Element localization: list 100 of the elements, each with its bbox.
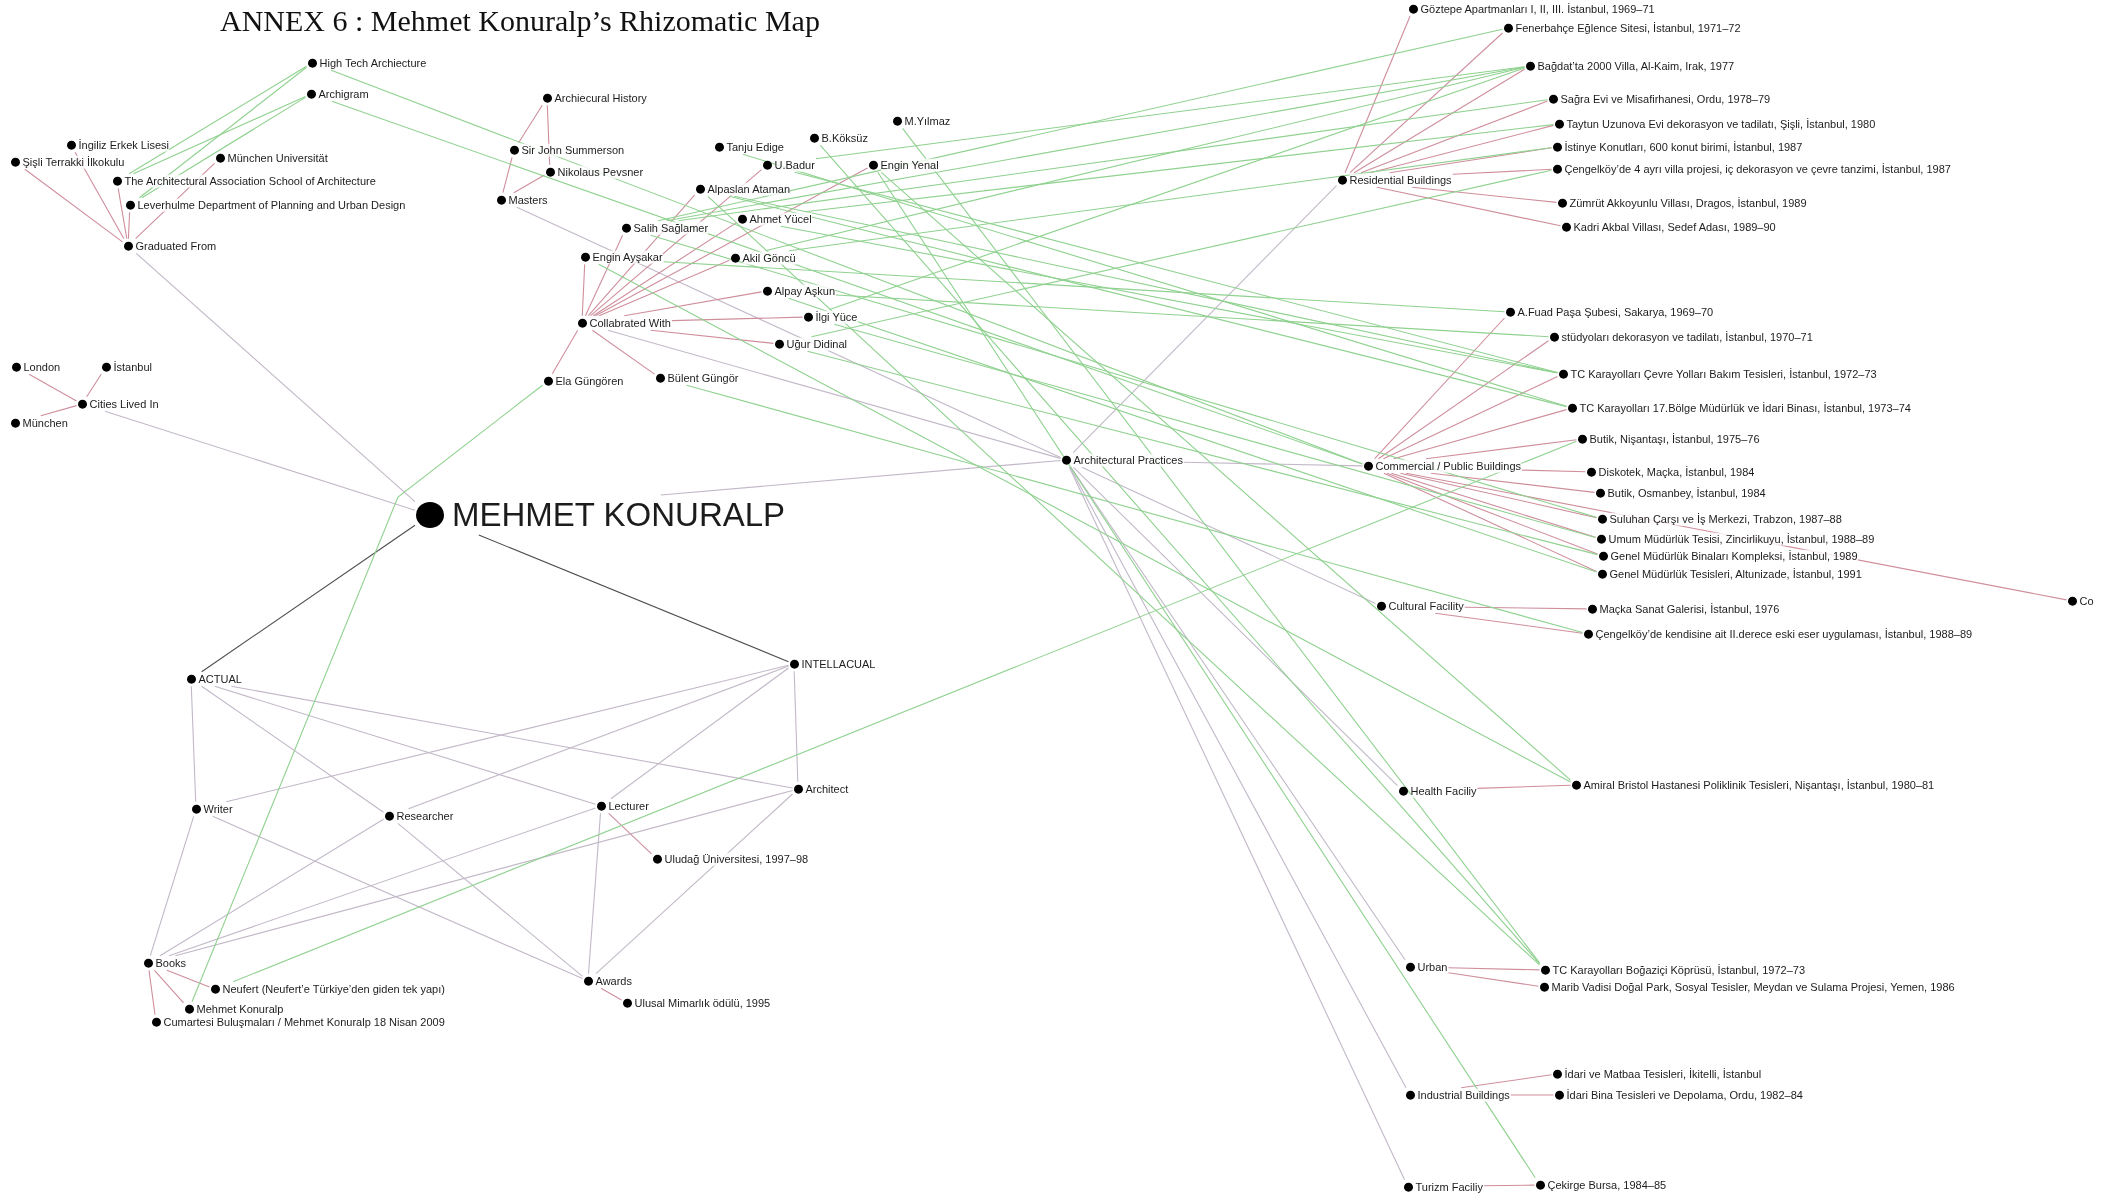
- connector-line: [1376, 186, 1562, 227]
- connector-line: [1390, 472, 1597, 538]
- node-label: Çekirge Bursa, 1984–85: [1547, 1178, 1667, 1192]
- connector-line: [650, 234, 1598, 518]
- node-label: Collabrated With: [589, 316, 671, 330]
- connector-line: [1464, 606, 1588, 610]
- node-label: Uludağ Üniversitesi, 1997–98: [664, 852, 809, 866]
- node-label: Leverhulme Department of Planning and Urban Design: [137, 198, 406, 212]
- connector-line: [230, 685, 794, 789]
- connector-line: [138, 66, 308, 199]
- node-label: A.Fuad Paşa Şubesi, Sakarya, 1969–70: [1517, 305, 1714, 319]
- node-label: Health Faciliy: [1410, 784, 1477, 798]
- node-label: TC Karayolları 17.Bölge Müdürlük ve İdari Binası, İstanbul, 1973–74: [1579, 401, 1911, 415]
- connector-line: [1383, 472, 1598, 573]
- connector-line: [600, 987, 623, 1001]
- connector-line: [728, 195, 1568, 408]
- connector-line: [594, 167, 869, 317]
- node-label: Masters: [508, 193, 548, 207]
- connector-line: [1070, 466, 1406, 961]
- connector-line: [159, 818, 385, 957]
- node-label: Şişli Terrakki İlkokulu: [22, 155, 125, 169]
- connector-line: [1452, 168, 1553, 175]
- node-label: Fenerbahçe Eğlence Sitesi, İstanbul, 1971–72: [1515, 21, 1741, 35]
- node-label: Archiecural History: [554, 91, 647, 105]
- connector-line: [153, 969, 185, 1004]
- node-label: Çengelköy’de kendisine ait II.derece eski eser uygulaması, İstanbul, 1988–89: [1595, 627, 1973, 641]
- connector-line: [502, 156, 513, 194]
- diagram-title: ANNEX 6 : Mehmet Konuralp’s Rhizomatic Map: [220, 4, 820, 38]
- node-label: Co: [2079, 594, 2094, 608]
- node-label: Marib Vadisi Doğal Park, Sosyal Tesisler, Meydan ve Sulama Projesi, Yemen, 1986: [1551, 980, 1955, 994]
- connector-line: [201, 685, 385, 813]
- node-label: Ulusal Mimarlık ödülü, 1995: [634, 996, 771, 1010]
- connector-line: [607, 329, 1062, 459]
- connector-line: [1399, 472, 1598, 519]
- node-label: Kadri Akbal Villası, Sedef Adası, 1989–90: [1573, 220, 1776, 234]
- connector-line: [806, 350, 1599, 556]
- connector-line: [1510, 1094, 1555, 1096]
- node-label: Zümrüt Akkoyunlu Villası, Dragos, İstanbul, 1989: [1569, 196, 1807, 210]
- node-label: Genel Müdürlük Tesisleri, Altunizade, İstanbul, 1991: [1609, 567, 1862, 581]
- connector-line: [518, 104, 543, 144]
- connector-line: [587, 812, 602, 975]
- connector-line: [598, 263, 1572, 783]
- connector-line: [28, 373, 78, 402]
- node-label: M.Yılmaz: [904, 114, 951, 128]
- connector-line: [201, 524, 416, 673]
- node-label: Bağdat’ta 2000 Villa, Al-Kaim, Irak, 1977: [1537, 59, 1735, 73]
- node-label: İlgi Yüce: [815, 310, 858, 324]
- connector-line: [1377, 340, 1550, 460]
- connector-line: [117, 187, 128, 240]
- node-label: Architect: [805, 782, 849, 796]
- connector-line: [1425, 439, 1578, 460]
- connector-line: [104, 410, 416, 511]
- node-label: Ela Güngören: [555, 374, 624, 388]
- connector-line: [1360, 100, 1549, 174]
- connector-line: [1389, 147, 1553, 174]
- connector-line: [677, 99, 1549, 222]
- node-label: Taytun Uzunova Evi dekorasyon ve tadilatı, Şişli, İstanbul, 1980: [1566, 117, 1876, 131]
- node-label: Uğur Didinal: [786, 337, 848, 351]
- connector-line: [1483, 1184, 1536, 1187]
- connector-line: [478, 534, 790, 663]
- connector-line: [815, 66, 1526, 160]
- node-label: Industrial Buildings: [1417, 1088, 1510, 1102]
- node-label: Bülent Güngör: [667, 371, 739, 385]
- connector-line: [591, 329, 656, 375]
- node-label: Suluhan Çarşı ve İş Merkezi, Trabzon, 1987–88: [1609, 512, 1842, 526]
- connector-line: [610, 667, 790, 800]
- node-label: Maçka Sanat Galerisi, İstanbul, 1976: [1599, 602, 1780, 616]
- connector-line: [551, 329, 579, 375]
- connector-line: [686, 384, 1584, 634]
- connector-line: [608, 812, 653, 855]
- node-label: ACTUAL: [198, 672, 242, 686]
- connector-line: [804, 124, 1555, 213]
- connector-line: [1393, 409, 1568, 460]
- connector-line: [1072, 185, 1338, 454]
- connector-line: [650, 329, 775, 344]
- connector-line: [793, 670, 799, 783]
- connector-line: [660, 459, 1062, 496]
- node-label: High Tech Archiecture: [319, 56, 427, 70]
- node-label: Researcher: [396, 809, 454, 823]
- node-label: U.Badur: [774, 158, 815, 172]
- connector-line: [1447, 967, 1541, 971]
- connector-line: [86, 373, 102, 398]
- connector-line: [1460, 1074, 1553, 1089]
- node-label: London: [23, 360, 61, 374]
- connector-line: [1521, 469, 1587, 473]
- node-label: Nikolaus Pevsner: [557, 165, 644, 179]
- connector-line: [190, 685, 197, 803]
- node-label: TC Karayolları Çevre Yolları Bakım Tesisleri, İstanbul, 1972–73: [1570, 367, 1877, 381]
- node-label: Butik, Osmanbey, İstanbul, 1984: [1607, 486, 1766, 500]
- node-label: stüdyoları dekorasyon ve tadilatı, İstanbul, 1970–71: [1561, 330, 1813, 344]
- connector-line: [671, 316, 804, 322]
- connector-line: [581, 263, 586, 317]
- node-label: Residential Buildings: [1349, 173, 1452, 187]
- connector-line: [1382, 376, 1559, 460]
- connector-line: [135, 252, 416, 503]
- connector-line: [149, 815, 195, 957]
- node-label: B.Köksüz: [821, 131, 868, 145]
- connector-line: [24, 168, 124, 243]
- connector-line: [788, 297, 1598, 573]
- connector-line: [1081, 466, 1377, 604]
